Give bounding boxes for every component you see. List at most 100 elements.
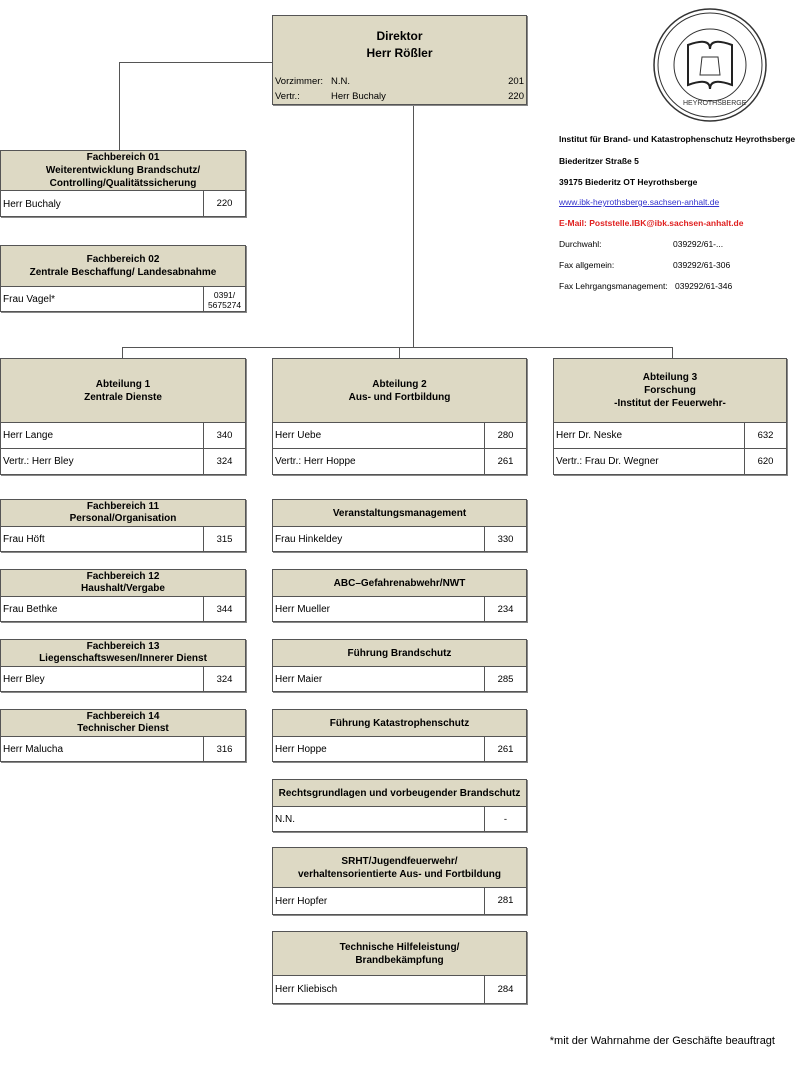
phone-ext: 261: [484, 449, 526, 474]
veranstaltungsmanagement-box: Veranstaltungsmanagement Frau Hinkeldey 3…: [272, 499, 527, 552]
person-name: Herr Mueller: [275, 604, 331, 615]
footnote: *mit der Wahrnahme der Geschäfte beauftr…: [549, 1035, 775, 1047]
phone-ext: 340: [203, 423, 245, 448]
box-title: Fachbereich 13: [86, 641, 160, 652]
deputy-name: Vertr.: Herr Hoppe: [275, 456, 356, 467]
box-title: ABC–Gefahrenabwehr/NWT: [333, 577, 466, 589]
fachbereich-01-box: Fachbereich 01 Weiterentwicklung Brandsch…: [0, 150, 246, 217]
person-name: Frau Vagel*: [3, 294, 56, 305]
phone-ext: 344: [203, 597, 245, 622]
box-title: Rechtsgrundlagen und vorbeugender Brands…: [278, 787, 521, 799]
box-title: Führung Brandschutz: [347, 647, 452, 659]
vertreter-label: Vertr.:: [275, 91, 300, 102]
phone-ext: 620: [744, 449, 786, 474]
phone-ext: 330: [484, 527, 526, 552]
connector: [672, 347, 673, 358]
box-subtitle: Weiterentwicklung Brandschutz/: [45, 165, 201, 176]
vertreter-tel: 220: [508, 91, 524, 102]
phone-ext: 281: [484, 888, 526, 914]
vertreter-name: Herr Buchaly: [331, 91, 386, 102]
person-name: Frau Höft: [3, 534, 45, 545]
box-subtitle: -Institut der Feuerwehr-: [614, 398, 726, 409]
person-name: Herr Buchaly: [3, 198, 61, 210]
deputy-name: Vertr.: Herr Bley: [3, 456, 74, 467]
person-name: Herr Uebe: [275, 430, 322, 441]
fax-lehrgang-value: 039292/61-346: [675, 281, 733, 291]
connector: [122, 347, 123, 358]
person-name: Herr Lange: [3, 430, 54, 441]
person-name: Frau Hinkeldey: [275, 534, 343, 545]
connector: [122, 347, 672, 348]
institute-city: 39175 Biederitz OT Heyrothsberge: [559, 177, 698, 187]
person-name: Herr Hoppe: [275, 744, 327, 755]
person-name: Herr Malucha: [3, 744, 64, 755]
box-title: Fachbereich 11: [86, 501, 160, 512]
technische-hilfeleistung-box: Technische Hilfeleistung/Brandbekämpfung…: [272, 931, 527, 1004]
phone-ext: 315: [203, 527, 245, 552]
website-link[interactable]: www.ibk-heyrothsberge.sachsen-anhalt.de: [559, 197, 720, 207]
institute-seal-logo: HEYROTHSBERGE: [653, 8, 767, 122]
box-subtitle: Haushalt/Vergabe: [81, 583, 165, 594]
box-subtitle: Forschung: [644, 385, 696, 396]
fax-value: 039292/61-306: [673, 260, 731, 270]
svg-text:HEYROTHSBERGE: HEYROTHSBERGE: [683, 100, 747, 107]
director-box: Direktor Herr Rößler Vorzimmer:N.N.201 V…: [272, 15, 527, 105]
box-subtitle: Technischer Dienst: [77, 723, 169, 734]
phone-ext: 316: [203, 737, 245, 762]
deputy-name: Vertr.: Frau Dr. Wegner: [556, 456, 659, 467]
connector: [119, 62, 272, 63]
institute-name: Institut für Brand- und Katastrophenschu…: [559, 134, 796, 144]
fax-label: Fax allgemein:: [559, 260, 615, 270]
durchwahl-value: 039292/61-...: [673, 239, 724, 249]
fax-lehrgang-label: Fax Lehrgangsmanagement:: [559, 281, 668, 291]
phone-ext: 220: [203, 191, 245, 217]
box-subtitle: Aus- und Fortbildung: [348, 391, 451, 403]
box-title: Abteilung 1: [95, 378, 151, 390]
phone-ext: 324: [203, 667, 245, 692]
connector: [119, 62, 120, 150]
person-name: Herr Dr. Neske: [556, 430, 623, 441]
box-title: Abteilung 2: [372, 378, 427, 390]
box-subtitle: Brandbekämpfung: [355, 954, 444, 966]
phone-ext: 284: [484, 976, 526, 1003]
box-subtitle: Liegenschaftswesen/Innerer Dienst: [39, 653, 207, 664]
srht-jugendfeuerwehr-box: SRHT/Jugendfeuerwehr/verhaltensorientier…: [272, 847, 527, 915]
vorzimmer-tel: 201: [508, 76, 524, 87]
person-name: Frau Bethke: [3, 604, 58, 615]
box-subtitle: Controlling/Qualitätssicherung: [49, 178, 197, 189]
box-subtitle: Personal/Organisation: [69, 513, 177, 524]
email-link[interactable]: E-Mail: Poststelle.IBK@ibk.sachsen-anhal…: [559, 218, 744, 228]
connector: [413, 105, 414, 347]
director-title: Direktor: [376, 29, 423, 43]
vorzimmer-name: N.N.: [331, 76, 350, 87]
box-title: Veranstaltungsmanagement: [332, 507, 467, 519]
box-title: Abteilung 3: [642, 372, 698, 383]
person-name: Herr Bley: [3, 674, 45, 685]
box-title: Führung Katastrophenschutz: [329, 717, 470, 729]
phone-ext: 632: [744, 423, 786, 448]
box-title: Fachbereich 12: [86, 571, 160, 582]
institute-street: Biederitzer Straße 5: [559, 156, 639, 166]
box-title: Fachbereich 01: [86, 152, 160, 163]
phone-number: 0391/: [213, 289, 236, 300]
phone-ext: 324: [203, 449, 245, 474]
phone-number: 5675274: [207, 299, 242, 310]
box-title: Fachbereich 14: [86, 711, 160, 722]
box-subtitle: verhaltensorientierte Aus- und Fortbildu…: [298, 868, 501, 880]
box-title: Technische Hilfeleistung/: [339, 941, 460, 953]
durchwahl-label: Durchwahl:: [559, 239, 602, 249]
phone-ext: 280: [484, 423, 526, 448]
box-title: Fachbereich 02: [86, 254, 160, 265]
director-name: Herr Rößler: [366, 46, 433, 60]
phone-ext: -: [484, 807, 526, 832]
person-name: N.N.: [275, 814, 295, 825]
